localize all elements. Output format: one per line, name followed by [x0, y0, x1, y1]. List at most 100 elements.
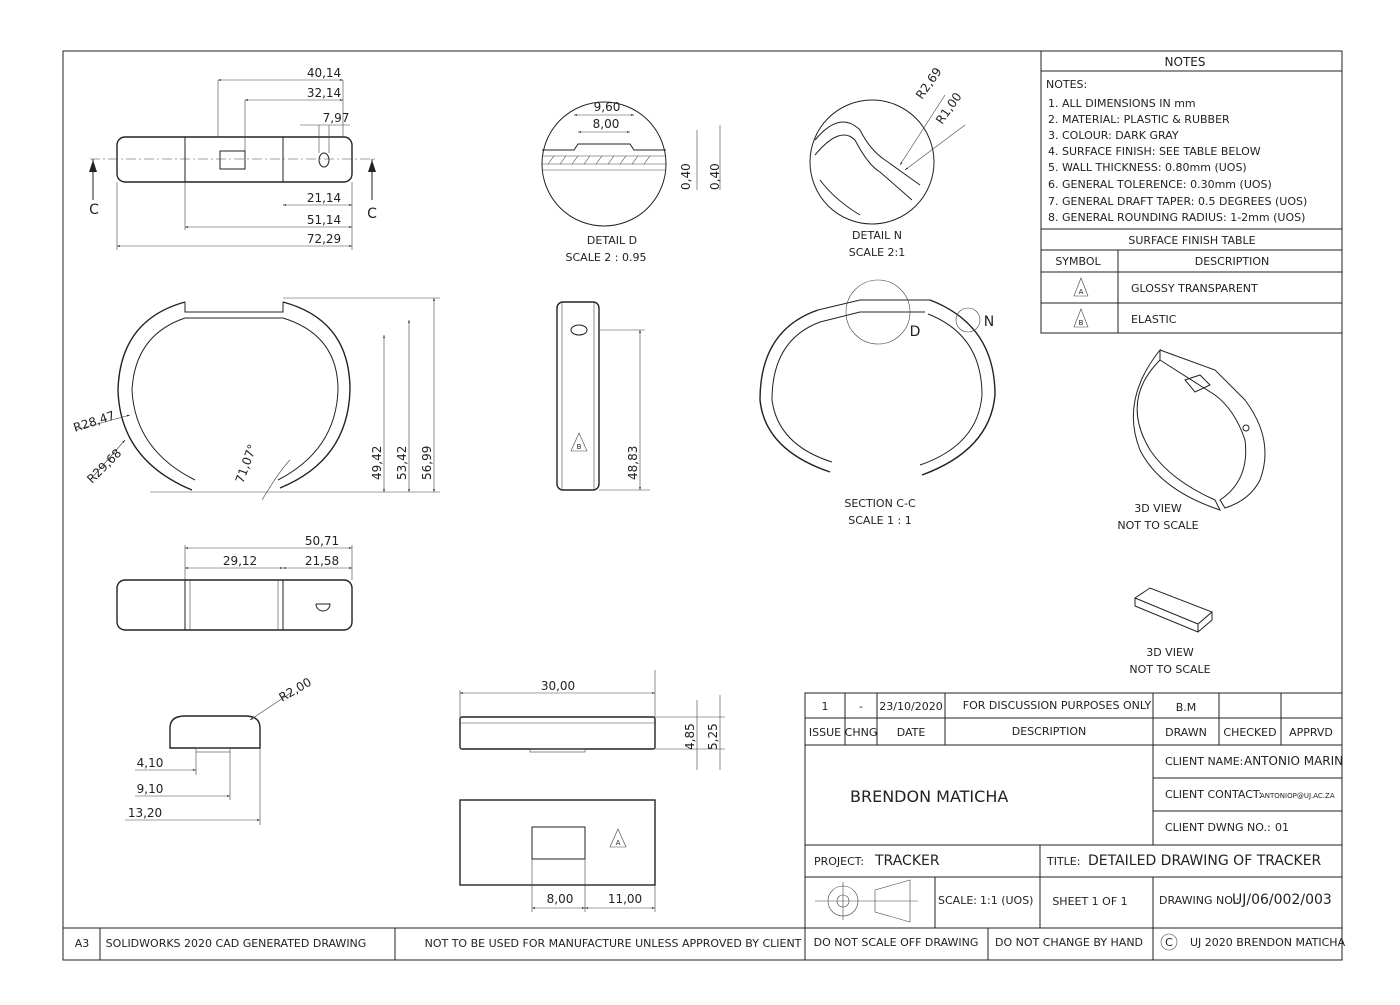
checked-header: CHECKED — [1223, 726, 1276, 739]
date-value: 23/10/2020 — [879, 700, 942, 713]
scale-value: 1:1 (UOS) — [980, 894, 1033, 907]
dimension: 21,58 — [305, 554, 339, 568]
dimension: 32,14 — [307, 86, 341, 100]
dimension: R2,69 — [913, 65, 945, 102]
dimension: 8,00 — [547, 892, 574, 906]
finish-symbol-triangle-icon — [570, 432, 588, 452]
finish-description: ELASTIC — [1131, 313, 1177, 326]
iso-view-module: 3D VIEW NOT TO SCALE — [1129, 587, 1213, 676]
dimension: 40,14 — [307, 66, 341, 80]
detail-label: DETAIL N — [852, 229, 902, 242]
note-item: 5. WALL THICKNESS: 0.80mm (UOS) — [1048, 161, 1247, 174]
finish-table-title: SURFACE FINISH TABLE — [1128, 234, 1255, 247]
dimension: 4,85 — [683, 723, 697, 750]
dimension: 8,00 — [593, 117, 620, 131]
issue-header: ISSUE — [809, 726, 841, 739]
dimension: 4,10 — [137, 756, 164, 770]
title-value: DETAILED DRAWING OF TRACKER — [1088, 853, 1322, 869]
finish-symbol: A — [1079, 288, 1084, 296]
dimension: 9,10 — [137, 782, 164, 796]
notes-subheader: NOTES: — [1046, 78, 1087, 91]
note-item: 7. GENERAL DRAFT TAPER: 0.5 DEGREES (UOS… — [1048, 195, 1307, 208]
note-item: 4. SURFACE FINISH: SEE TABLE BELOW — [1048, 145, 1261, 158]
manufacture-warning: NOT TO BE USED FOR MANUFACTURE UNLESS AP… — [425, 937, 802, 950]
section-scale: SCALE 1 : 1 — [848, 514, 911, 527]
finish-symbol-triangle-icon — [1073, 308, 1089, 328]
project-value: TRACKER — [874, 853, 940, 869]
detail-n-view: R2,69 R1,00 DETAIL N SCALE 2:1 — [809, 65, 966, 259]
finish-symbol-triangle-icon — [1073, 277, 1089, 297]
dimension: 21,14 — [307, 191, 341, 205]
note-item: 8. GENERAL ROUNDING RADIUS: 1-2mm (UOS) — [1048, 211, 1305, 224]
dimension: 0,40 — [708, 163, 722, 190]
dimension: 13,20 — [128, 806, 162, 820]
client-dwng: 01 — [1275, 821, 1289, 834]
dimension: 51,14 — [307, 213, 341, 227]
client-name: ANTONIO MARIN — [1244, 754, 1343, 768]
radius-dimension: R2,00 — [277, 675, 314, 705]
chng-value: - — [859, 700, 863, 713]
iso-sublabel: NOT TO SCALE — [1117, 519, 1198, 532]
section-mark: C — [89, 202, 99, 218]
detail-label: DETAIL D — [587, 234, 637, 247]
top-view: C C 40,14 32,14 7,97 21,14 51,14 72,29 — [89, 66, 378, 250]
dimension: 0,40 — [679, 163, 693, 190]
copyright-symbol: C — [1165, 936, 1173, 949]
finish-col-description: DESCRIPTION — [1195, 255, 1269, 268]
iso-label: 3D VIEW — [1134, 502, 1182, 515]
drawn-value: B.M — [1176, 701, 1197, 714]
note-item: 3. COLOUR: DARK GRAY — [1048, 129, 1179, 142]
detail-callout-n: N — [984, 314, 994, 330]
section-mark: C — [367, 206, 377, 222]
copyright-icon — [1160, 933, 1178, 951]
bottom-view: 50,71 29,12 21,58 — [116, 534, 353, 631]
sheet-value: SHEET 1 OF 1 — [1052, 895, 1127, 908]
drawing-no: UJ/06/002/003 — [1232, 892, 1332, 908]
title-block: 1 - 23/10/2020 FOR DISCUSSION PURPOSES O… — [804, 692, 1343, 929]
finish-symbol: B — [577, 443, 582, 451]
note-item: 1. ALL DIMENSIONS IN mm — [1048, 97, 1196, 110]
section-label: SECTION C-C — [844, 497, 916, 510]
note-item: 6. GENERAL TOLERENCE: 0.30mm (UOS) — [1048, 178, 1272, 191]
detail-callout-d: D — [910, 324, 921, 340]
dimension: 7,97 — [323, 111, 350, 125]
description-value: FOR DISCUSSION PURPOSES ONLY — [963, 699, 1152, 712]
issue-value: 1 — [822, 700, 829, 713]
dimension: 48,83 — [626, 446, 640, 480]
finish-symbol: B — [1079, 319, 1084, 327]
iso-view-bracelet: 3D VIEW NOT TO SCALE — [1117, 348, 1266, 532]
approved-header: APPRVD — [1289, 726, 1333, 739]
iso-label: 3D VIEW — [1146, 646, 1194, 659]
dimension: 72,29 — [307, 232, 341, 246]
drawn-header: DRAWN — [1165, 726, 1207, 739]
third-angle-projection-icon — [815, 879, 918, 923]
dimension: 56,99 — [420, 446, 434, 480]
radius-dimension: R28,47 — [72, 408, 117, 435]
client-dwng-label: CLIENT DWNG NO.: — [1165, 821, 1271, 834]
dimension: 9,60 — [594, 100, 621, 114]
radius-dimension: R29,68 — [84, 446, 124, 486]
author-name: BRENDON MATICHA — [850, 787, 1008, 806]
client-name-label: CLIENT NAME: — [1165, 755, 1243, 768]
no-scale-note: DO NOT SCALE OFF DRAWING — [814, 936, 979, 949]
module-side-view: R2,00 4,10 9,10 13,20 — [125, 675, 314, 825]
iso-sublabel: NOT TO SCALE — [1129, 663, 1210, 676]
title-label: TITLE: — [1046, 855, 1080, 868]
finish-symbol: A — [616, 839, 621, 847]
detail-scale: SCALE 2 : 0.95 — [566, 251, 647, 264]
finish-description: GLOSSY TRANSPARENT — [1131, 282, 1258, 295]
detail-d-view: 9,60 8,00 0,40 0,40 DETAIL D SCALE 2 : 0… — [541, 100, 722, 264]
software-note: SOLIDWORKS 2020 CAD GENERATED DRAWING — [106, 937, 367, 950]
dimension: 53,42 — [395, 446, 409, 480]
no-change-note: DO NOT CHANGE BY HAND — [995, 936, 1143, 949]
dimension: 29,12 — [223, 554, 257, 568]
project-label: PROJECT: — [814, 855, 864, 868]
client-contact-label: CLIENT CONTACT: — [1165, 788, 1262, 801]
chng-header: CHNG — [845, 726, 878, 739]
sheet-size: A3 — [75, 937, 90, 950]
note-item: 2. MATERIAL: PLASTIC & RUBBER — [1048, 113, 1230, 126]
dimension: 5,25 — [706, 723, 720, 750]
footer-strip: A3 SOLIDWORKS 2020 CAD GENERATED DRAWING… — [63, 927, 1346, 960]
dimension: 49,42 — [370, 446, 384, 480]
